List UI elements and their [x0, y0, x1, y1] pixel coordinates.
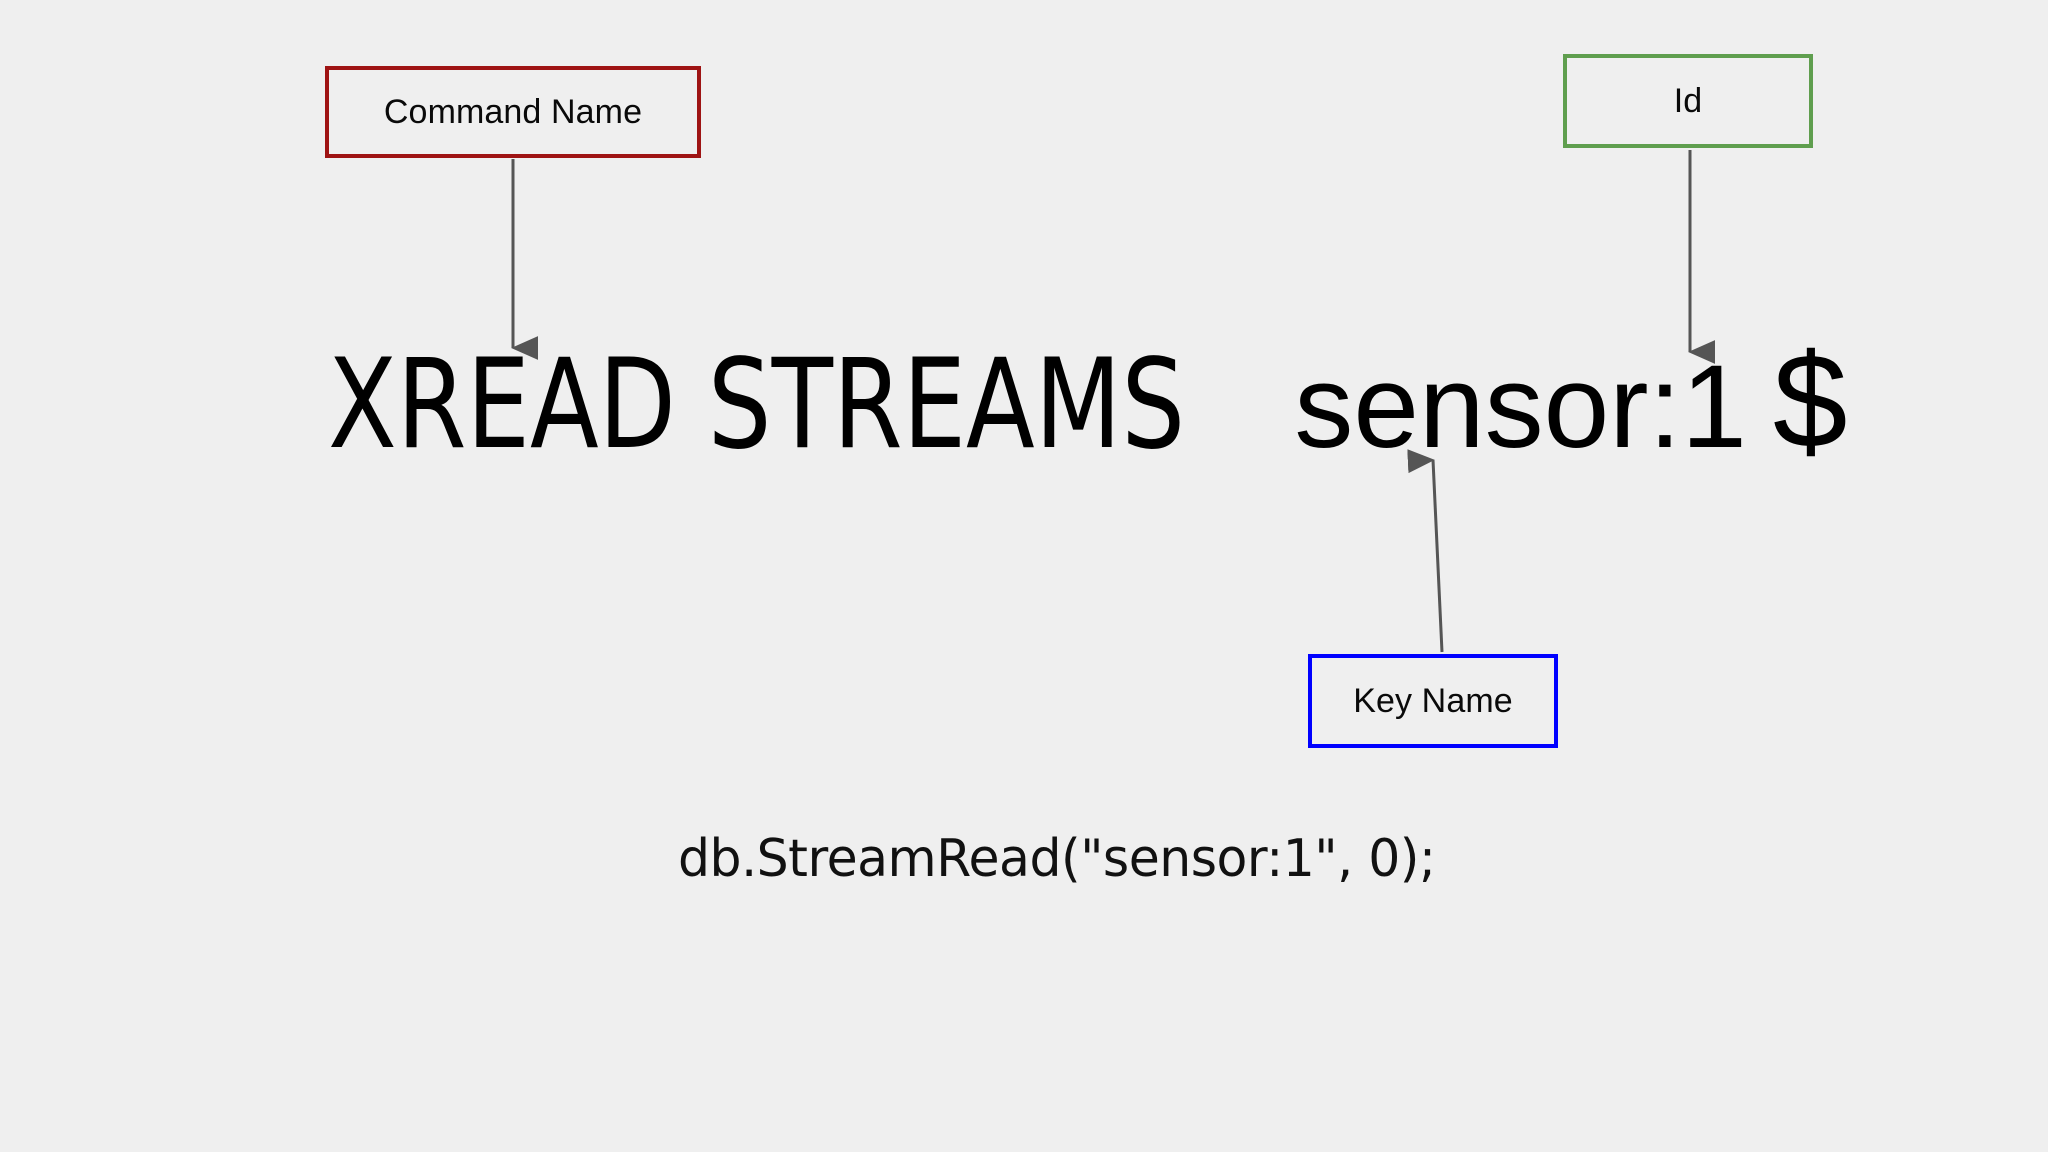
annotation-label-id: Id	[1673, 82, 1703, 120]
command-keyword: XREAD STREAMS	[328, 333, 1186, 477]
annotation-box-id[interactable]: Id	[1563, 54, 1813, 148]
code-snippet: db.StreamRead("sensor:1", 0);	[678, 829, 1436, 889]
annotation-box-command-name[interactable]: Command Name	[325, 66, 701, 158]
arrow-key-name	[1407, 449, 1444, 653]
command-line: XREAD STREAMS sensor:1 $	[328, 327, 1848, 477]
annotation-box-key-name[interactable]: Key Name	[1308, 654, 1558, 748]
command-key-argument: sensor:1	[1294, 341, 1747, 473]
annotation-label-command-name: Command Name	[383, 93, 643, 131]
command-id-argument: $	[1772, 327, 1848, 476]
annotation-label-key-name: Key Name	[1353, 682, 1513, 720]
